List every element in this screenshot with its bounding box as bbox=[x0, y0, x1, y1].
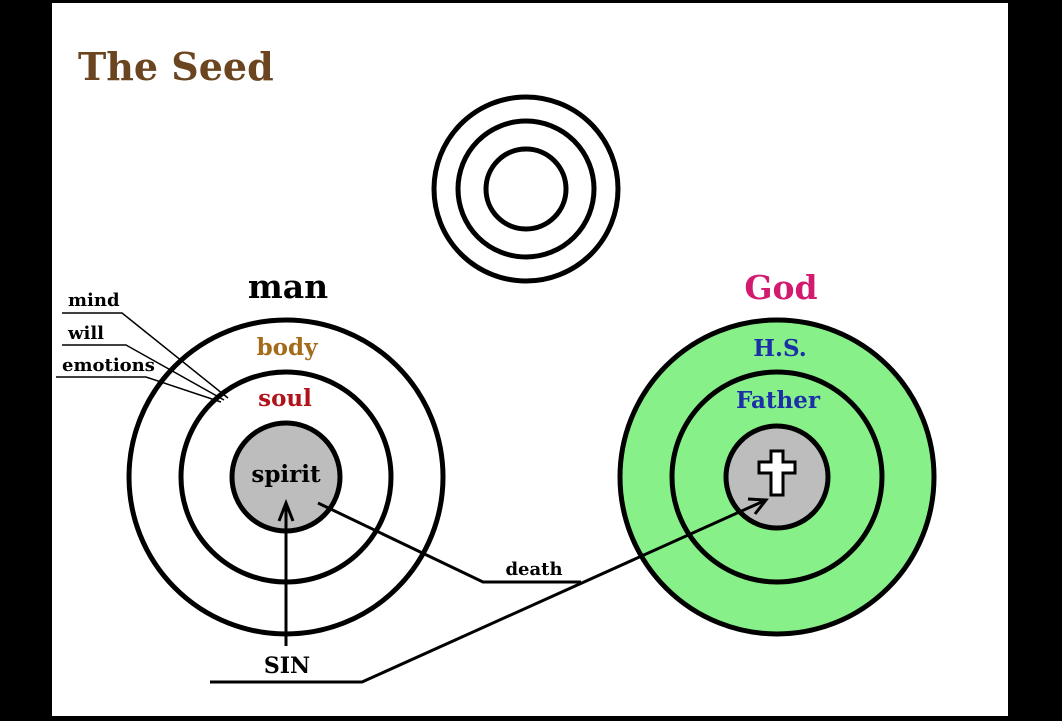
will-leader-line bbox=[62, 344, 225, 401]
spirit-label: spirit bbox=[251, 461, 321, 488]
seed-inner-ring bbox=[483, 146, 569, 232]
emotions-leader-line bbox=[56, 376, 222, 403]
mind-label: mind bbox=[68, 290, 120, 311]
death-label: death bbox=[505, 559, 562, 580]
sin-label: SIN bbox=[264, 653, 310, 679]
father-label: Father bbox=[736, 387, 821, 414]
cross-icon bbox=[757, 449, 797, 497]
salvation-arrow-head bbox=[747, 497, 769, 515]
body-label: body bbox=[257, 334, 319, 361]
will-label: will bbox=[67, 323, 104, 344]
connector-lines bbox=[210, 497, 769, 684]
god-label: God bbox=[744, 268, 817, 307]
sin-arrow-head bbox=[277, 498, 295, 522]
emotions-label: emotions bbox=[62, 355, 155, 376]
seed-symbol bbox=[431, 94, 621, 284]
death-line bbox=[317, 501, 581, 584]
diagram-title: The Seed bbox=[78, 44, 274, 89]
mind-leader-line bbox=[62, 312, 229, 399]
soul-label: soul bbox=[258, 385, 312, 412]
holy-spirit-label: H.S. bbox=[753, 335, 807, 362]
soul-parts: mind will emotions bbox=[56, 290, 229, 403]
seed-middle-ring bbox=[455, 118, 597, 260]
man-label: man bbox=[248, 267, 328, 306]
salvation-line bbox=[210, 498, 767, 684]
seed-outer-ring bbox=[431, 94, 621, 284]
man-circles bbox=[126, 317, 446, 637]
soul-leader-lines bbox=[56, 312, 229, 403]
